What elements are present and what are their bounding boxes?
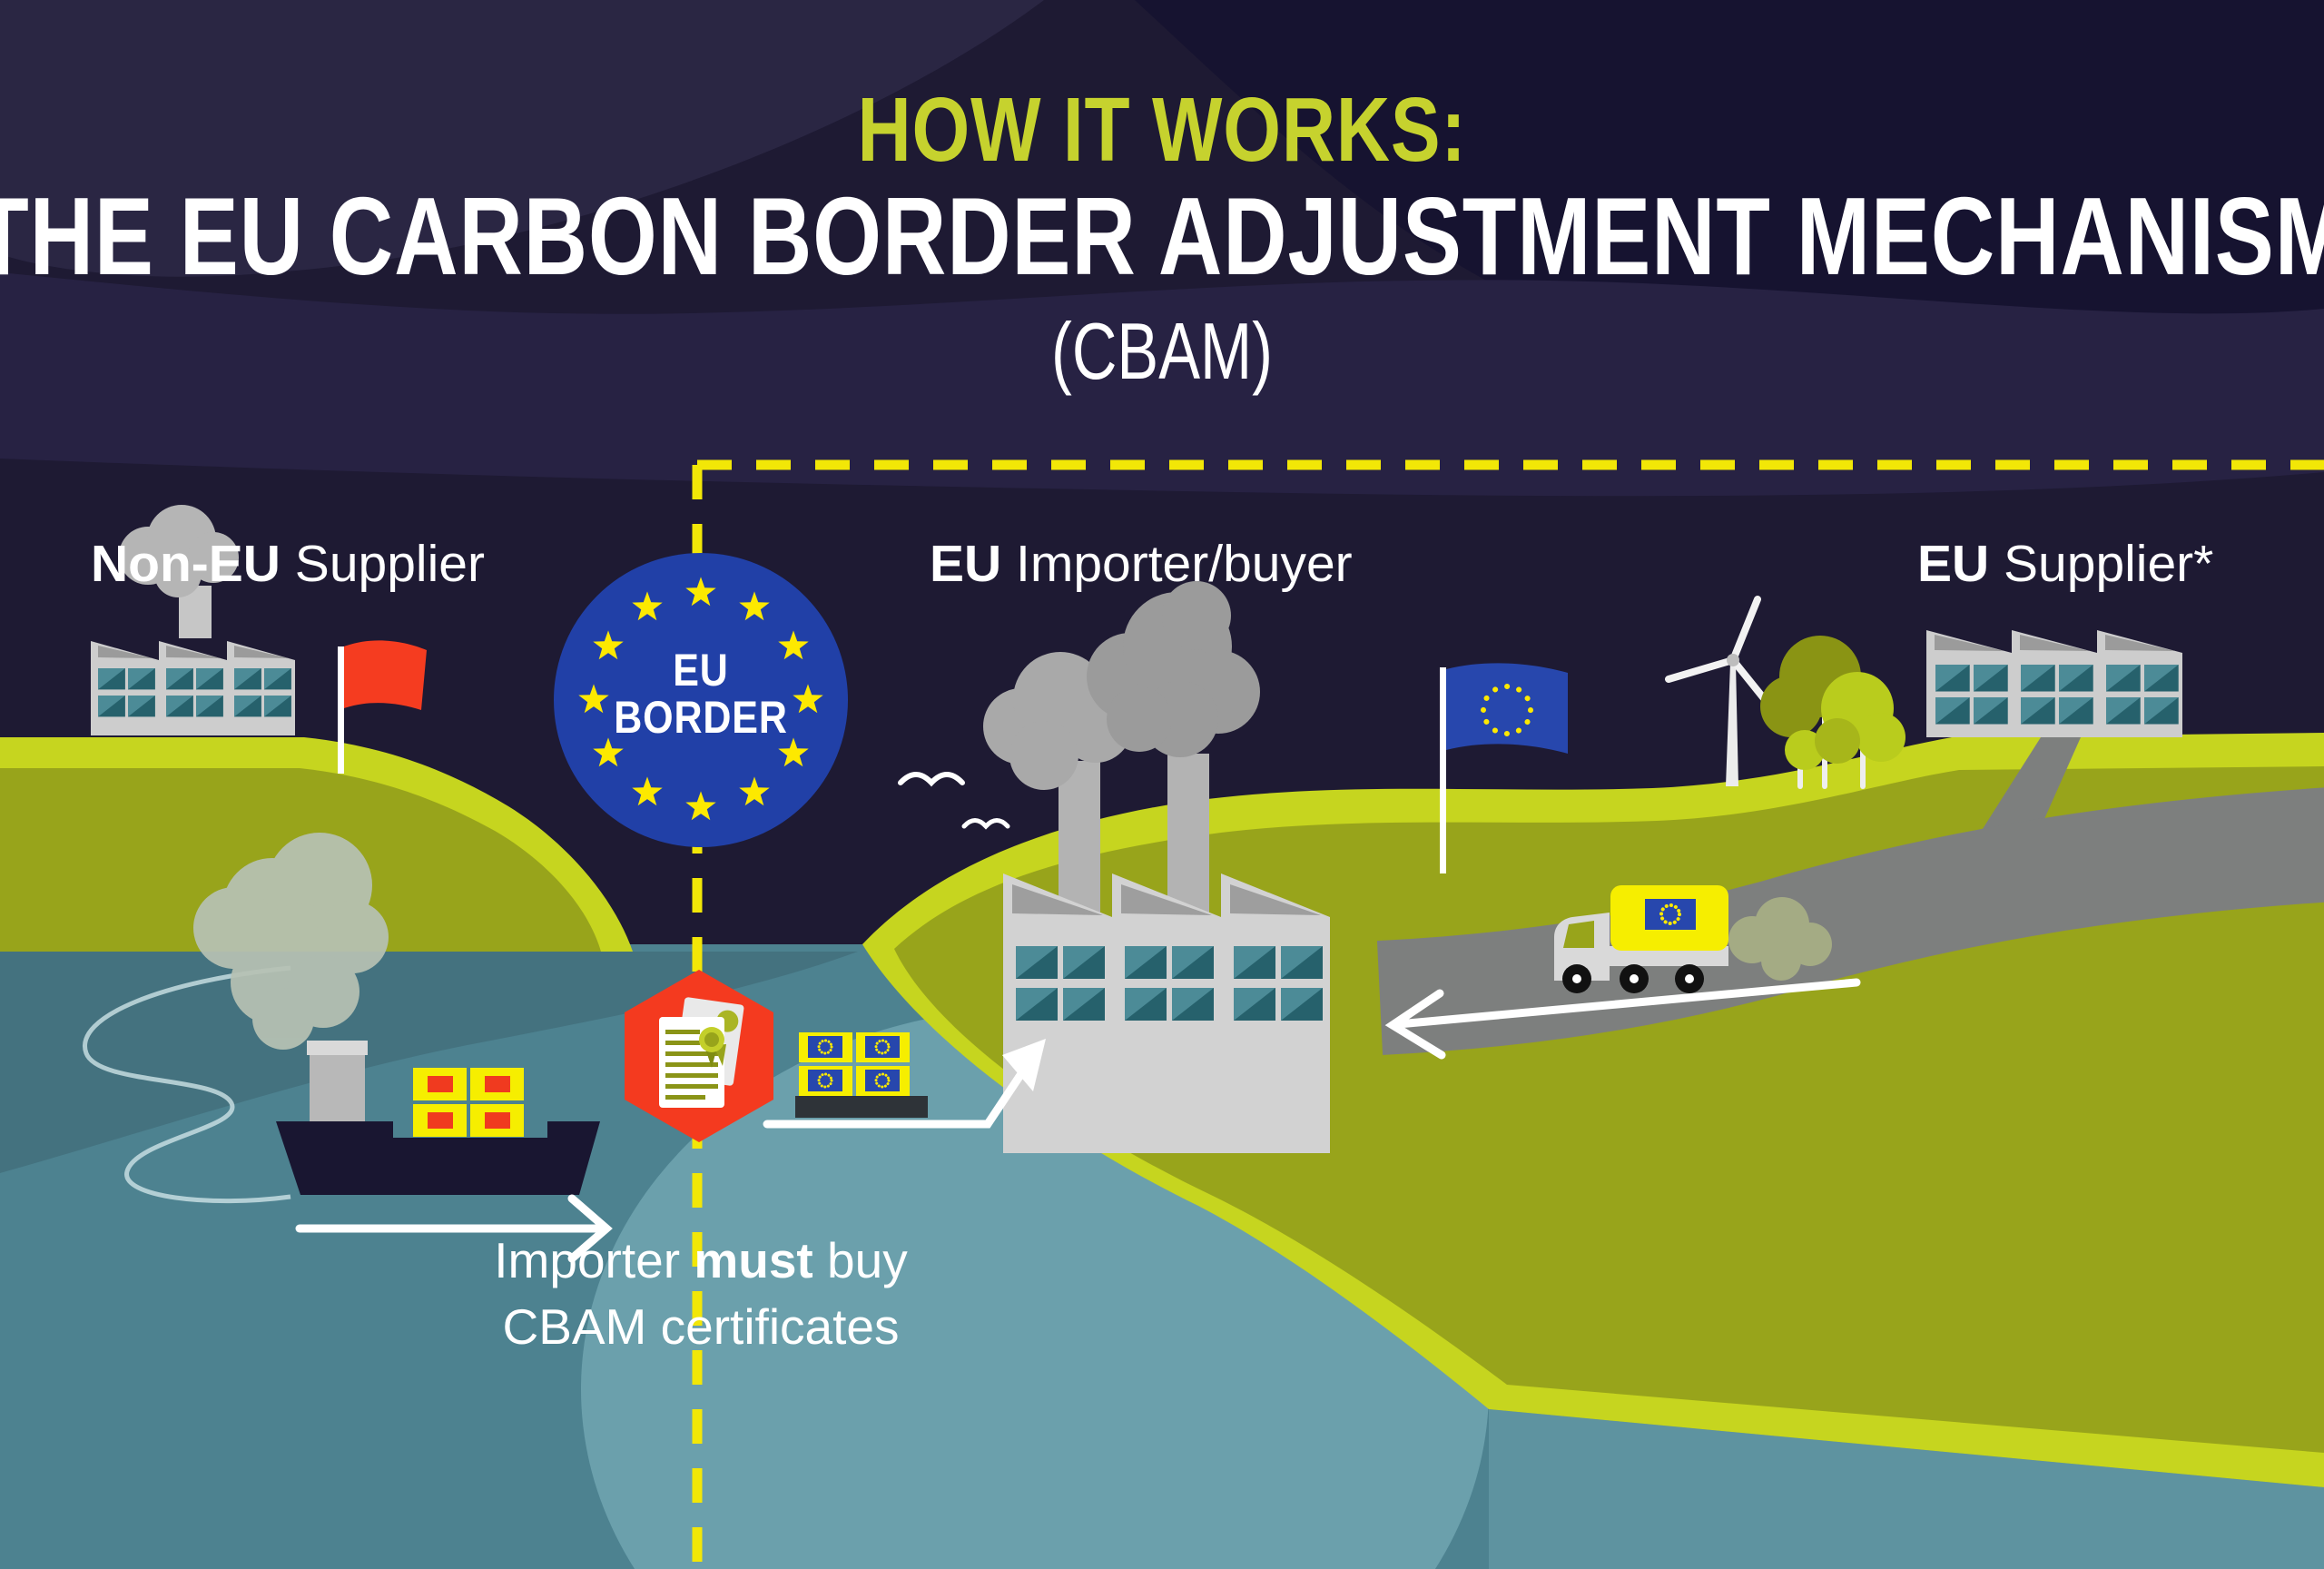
label-rest: Supplier bbox=[280, 535, 485, 593]
label-non-eu-supplier: Non-EU Supplier bbox=[91, 534, 485, 594]
arrow-border-to-factory bbox=[763, 1039, 1046, 1129]
note-line2: CBAM certificates bbox=[502, 1298, 900, 1356]
eu-border-badge-text: EU BORDER bbox=[614, 646, 788, 741]
note-line1: Importer must buy bbox=[494, 1228, 907, 1294]
red-flag-icon bbox=[338, 640, 427, 774]
eu-truck-icon bbox=[1554, 885, 1728, 993]
page-title: THE EU CARBON BORDER ADJUSTMENT MECHANIS… bbox=[0, 174, 2324, 298]
label-rest: Supplier* bbox=[1989, 535, 2214, 593]
ship-containers bbox=[413, 1068, 524, 1137]
note-part1: Importer bbox=[494, 1232, 694, 1288]
quay-eu-containers bbox=[795, 1032, 928, 1118]
badge-line1: EU bbox=[673, 645, 729, 696]
eu-importer-factory bbox=[983, 581, 1330, 1153]
title-subtitle: (CBAM) bbox=[1050, 306, 1274, 396]
wind-squiggle bbox=[83, 965, 291, 1204]
label-emphasis: Non-EU bbox=[91, 535, 281, 593]
chimney bbox=[1167, 754, 1209, 922]
seagull-icon bbox=[898, 772, 1010, 830]
chimney bbox=[1059, 761, 1100, 920]
cbam-certificate-icon bbox=[625, 970, 773, 1142]
arrow-truck-to-factory bbox=[1384, 978, 1861, 1060]
badge-line2: BORDER bbox=[614, 692, 788, 743]
arrow-ship-to-border bbox=[295, 1194, 613, 1263]
note-emphasis: must bbox=[694, 1232, 813, 1288]
label-eu-supplier: EU Supplier* bbox=[1917, 534, 2213, 594]
eu-border-badge bbox=[554, 553, 848, 847]
eu-flag-icon bbox=[1440, 663, 1568, 873]
label-emphasis: EU bbox=[930, 535, 1002, 593]
label-eu-importer: EU Importer/buyer bbox=[930, 534, 1353, 594]
trees-icon bbox=[1760, 636, 1905, 789]
non-eu-factory bbox=[91, 505, 295, 735]
cargo-ship-icon bbox=[276, 1041, 600, 1195]
eu-supplier-factory bbox=[1926, 630, 2182, 737]
title-kicker: HOW IT WORKS: bbox=[857, 79, 1467, 181]
certificate-seal bbox=[699, 1027, 726, 1068]
truck-exhaust-cloud bbox=[1728, 897, 1832, 981]
smoke-cloud-left bbox=[119, 505, 239, 597]
smoke-cloud bbox=[1087, 581, 1260, 757]
ship-smoke-cloud bbox=[193, 833, 389, 1050]
label-rest: Importer/buyer bbox=[1001, 535, 1353, 593]
certificate-note: Importer must buy CBAM certificates bbox=[494, 1228, 907, 1360]
note-part2: buy bbox=[812, 1232, 908, 1288]
smoke-cloud bbox=[983, 652, 1132, 790]
label-emphasis: EU bbox=[1917, 535, 1990, 593]
